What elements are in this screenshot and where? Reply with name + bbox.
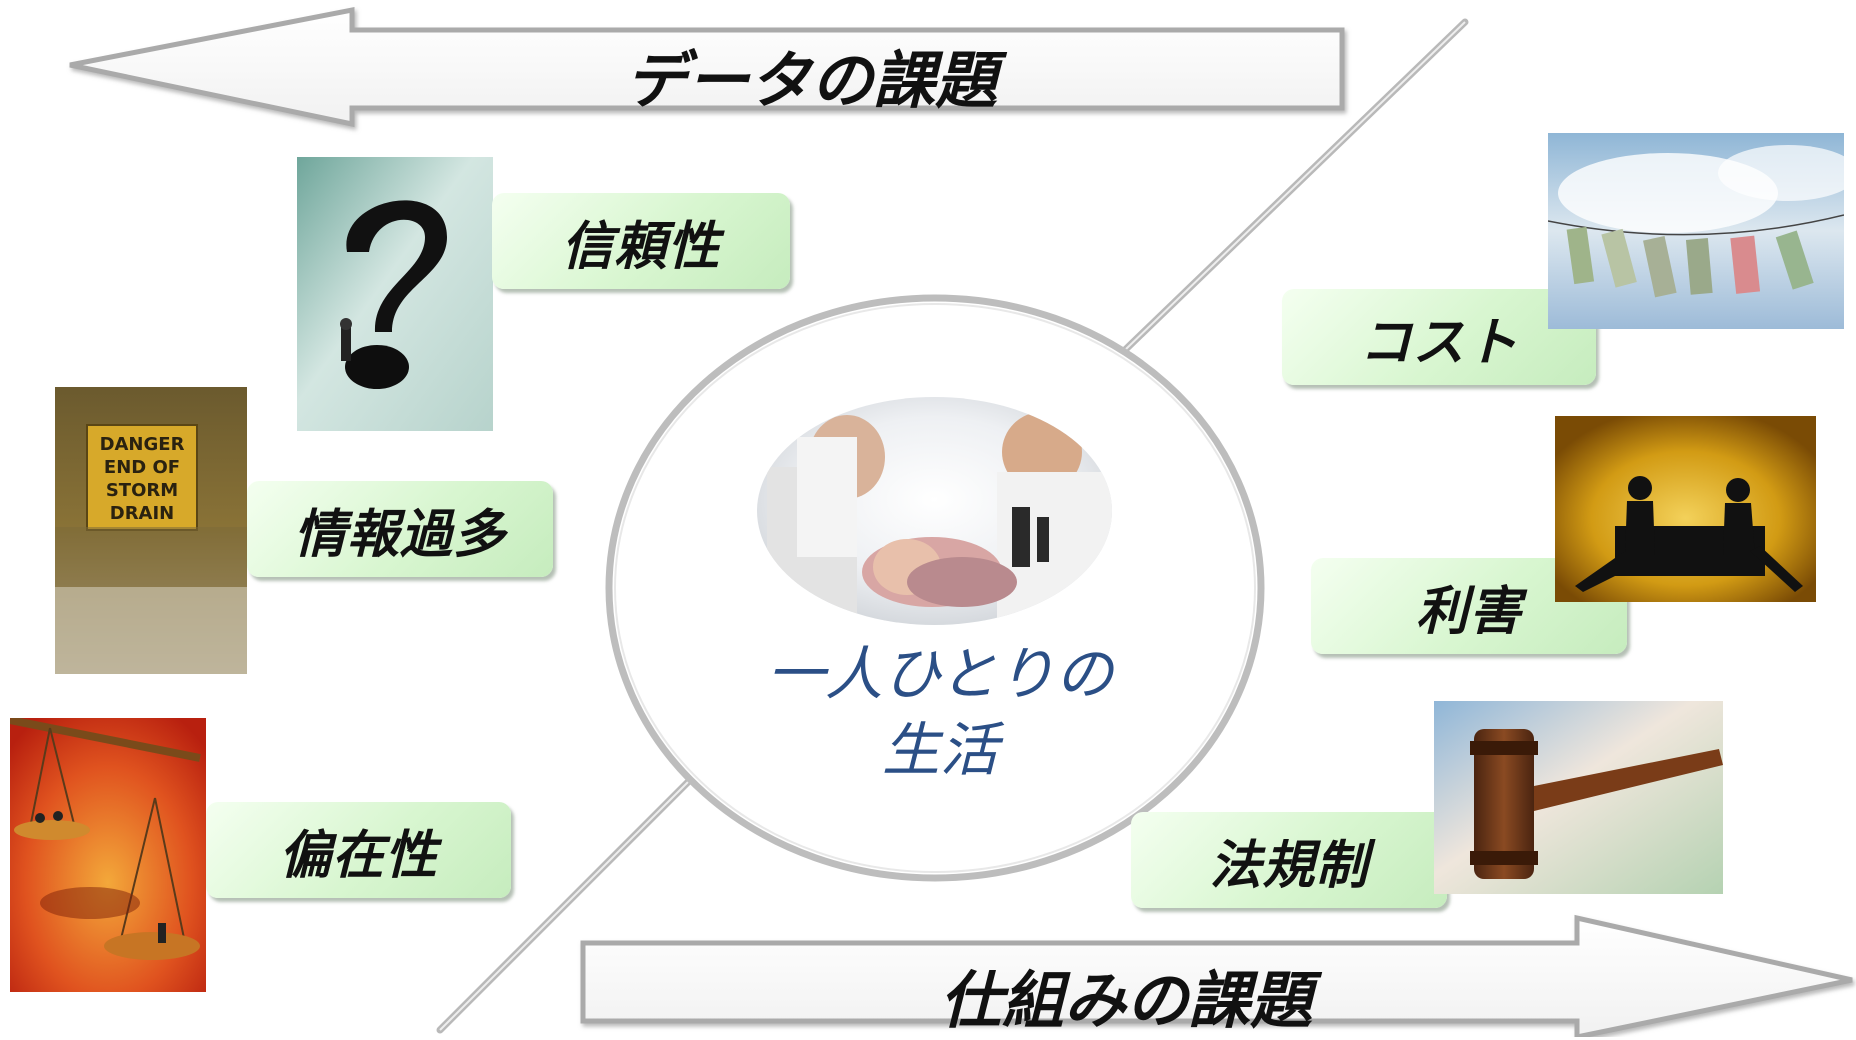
gavel-photo [1434,701,1723,894]
family-photo [757,397,1112,625]
danger-sign-line4: DRAIN [110,503,175,524]
right-arrow-shape [580,914,1853,1037]
danger-sign-line1: DANGER [100,434,185,455]
bottom-arrow-label: 仕組みの課題 [940,964,1313,1037]
left-arrow-shape [69,6,1345,128]
label-unevenness: 偏在性 [278,825,438,886]
scales-photo [10,718,206,992]
danger-sign-photo: DANGER END OF STORM DRAIN [55,387,247,674]
label-box-reliability: 信頼性 [492,193,790,289]
center-text-line2: 生活 [881,716,998,784]
silhouette-couple-photo [1555,416,1816,602]
label-box-cost: コスト [1282,289,1596,385]
label-reliability: 信頼性 [561,216,721,277]
top-arrow-label: データの課題 [625,44,998,117]
center-text-line1: 一人ひとりの [766,640,1114,708]
label-interests: 利害 [1415,581,1522,642]
label-regulations: 法規制 [1209,835,1369,896]
label-box-information-overload: 情報過多 [247,481,553,577]
label-cost: コスト [1359,312,1519,373]
danger-sign-line3: STORM [106,480,178,501]
label-box-unevenness: 偏在性 [206,802,511,898]
question-mark-photo [297,157,493,431]
label-information-overload: 情報過多 [293,504,506,565]
money-clothesline-photo [1548,133,1844,329]
divider-line-lower-highlight [439,779,691,1031]
label-box-regulations: 法規制 [1131,812,1447,908]
divider-line-upper-highlight [1124,21,1466,351]
danger-sign-line2: END OF [104,457,180,478]
